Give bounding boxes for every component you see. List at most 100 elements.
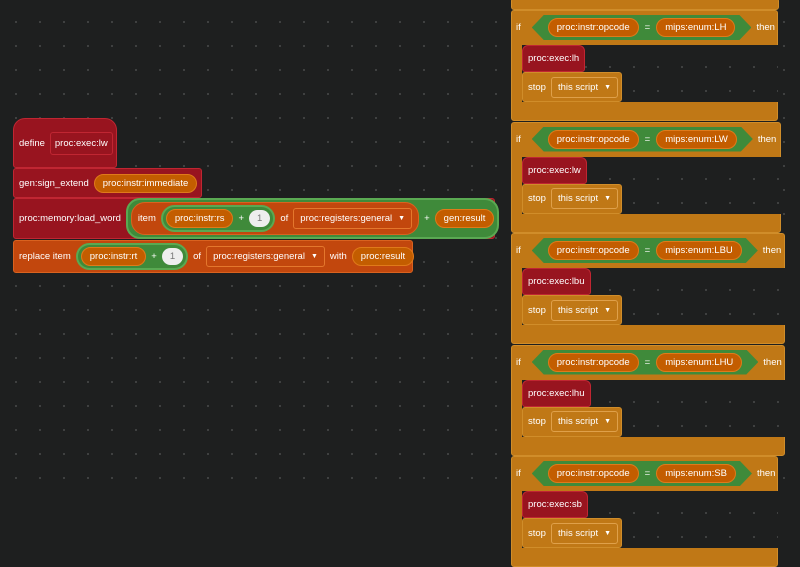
caret-down-icon: ▼ [398,215,406,222]
exec-call-label: proc:exec:lw [528,164,581,176]
equals-sign: = [644,245,651,256]
exec-call-block[interactable]: proc:exec:lw [522,156,587,184]
stop-label: stop [528,193,546,204]
equals-sign: = [644,468,651,479]
list-dropdown[interactable]: proc:registers:general ▼ [206,246,325,267]
stop-option-value: this script [557,527,599,539]
plus-sign: + [424,213,430,224]
exec-call-block[interactable]: proc:exec:lbu [522,268,591,295]
stop-block[interactable]: stop this script ▼ [522,406,622,437]
immediate-reporter[interactable]: proc:instr:immediate [93,173,198,193]
if-header[interactable]: if proc:instr:opcode = mips:enum:LH then [511,10,778,45]
index-add-operator[interactable]: proc:instr:rt + 1 [75,243,189,270]
exec-call-label: proc:exec:lbu [528,276,585,287]
exec-call-block[interactable]: proc:exec:lh [522,45,586,72]
index-add-operator[interactable]: proc:instr:rs + 1 [160,205,276,232]
caret-down-icon: ▼ [310,253,318,260]
stop-option-dropdown[interactable]: this script ▼ [550,76,619,98]
equals-operator[interactable]: proc:instr:opcode = mips:enum:LHU [532,350,759,375]
exec-call-block[interactable]: proc:exec:sb [522,491,588,518]
define-label: define [19,137,45,149]
opcode-reporter[interactable]: proc:instr:opcode [548,241,639,260]
enum-reporter[interactable]: mips:enum:LHU [656,353,742,372]
stop-option-dropdown[interactable]: this script ▼ [550,299,619,321]
stop-block[interactable]: stop this script ▼ [522,518,622,548]
enum-reporter[interactable]: mips:enum:SB [656,464,736,483]
stop-option-value: this script [557,193,599,204]
stop-label: stop [528,81,546,93]
if-header[interactable]: if proc:instr:opcode = mips:enum:SB then [511,456,778,491]
then-label: then [763,356,782,368]
opcode-reporter[interactable]: proc:instr:opcode [548,18,639,37]
rs-reporter[interactable]: proc:instr:rs [165,209,234,228]
equals-operator[interactable]: proc:instr:opcode = mips:enum:LBU [532,238,758,263]
add-operator[interactable]: item proc:instr:rs + 1 of proc:registers… [125,198,500,239]
enum-reporter[interactable]: mips:enum:LW [656,130,737,149]
enum-reporter[interactable]: mips:enum:LBU [656,241,742,260]
stop-label: stop [528,416,546,427]
stop-option-dropdown[interactable]: this script ▼ [550,411,619,432]
opcode-reporter[interactable]: proc:instr:opcode [548,353,639,372]
define-prototype[interactable]: proc:exec:lw [49,131,113,155]
list-dropdown-value: proc:registers:general [213,251,305,262]
load-word-label: proc:memory:load_word [19,213,121,224]
sign-extend-block[interactable]: gen:sign_extend proc:instr:immediate [13,168,202,198]
caret-down-icon: ▼ [604,83,612,91]
item-label: item [137,213,156,224]
proc-result-reporter[interactable]: proc:result [351,247,415,266]
equals-sign: = [644,356,651,368]
sign-extend-label: gen:sign_extend [19,177,89,189]
equals-operator[interactable]: proc:instr:opcode = mips:enum:LW [532,127,753,152]
replace-item-block[interactable]: replace item proc:instr:rt + 1 of proc:r… [13,240,415,273]
stop-label: stop [528,527,546,539]
stop-block[interactable]: stop this script ▼ [522,183,622,214]
caret-down-icon: ▼ [604,418,612,425]
plus-sign: + [151,251,157,262]
of-label: of [193,251,202,262]
then-label: then [756,468,776,479]
item-of-list-reporter[interactable]: item proc:instr:rs + 1 of proc:registers… [130,202,420,235]
stop-block[interactable]: stop this script ▼ [522,72,622,102]
equals-operator[interactable]: proc:instr:opcode = mips:enum:SB [532,461,752,486]
then-label: then [757,133,777,145]
exec-call-block[interactable]: proc:exec:lhu [522,379,591,407]
enum-reporter[interactable]: mips:enum:LH [656,18,735,37]
list-dropdown-value: proc:registers:general [300,213,393,224]
if-label: if [516,356,521,368]
control-block-top-arm[interactable] [511,0,779,10]
then-label: then [756,22,775,33]
stop-label: stop [528,304,546,316]
load-word-block[interactable]: proc:memory:load_word item proc:instr:rs… [13,198,500,239]
if-header[interactable]: if proc:instr:opcode = mips:enum:LW then [511,122,781,157]
if-header[interactable]: if proc:instr:opcode = mips:enum:LHU the… [511,345,785,380]
opcode-reporter[interactable]: proc:instr:opcode [548,464,639,483]
list-dropdown[interactable]: proc:registers:general ▼ [293,208,413,229]
with-label: with [329,251,347,262]
exec-call-label: proc:exec:lhu [528,387,585,399]
caret-down-icon: ▼ [604,529,612,537]
if-header[interactable]: if proc:instr:opcode = mips:enum:LBU the… [511,233,785,268]
gen-result-reporter[interactable]: gen:result [434,209,495,228]
if-label: if [516,133,521,145]
number-input[interactable]: 1 [161,248,184,265]
stop-option-dropdown[interactable]: this script ▼ [550,188,619,209]
if-label: if [516,22,521,33]
number-input[interactable]: 1 [249,210,271,227]
then-label: then [762,245,782,256]
define-hat-block[interactable]: define proc:exec:lw [13,118,117,168]
if-label: if [516,468,521,479]
equals-sign: = [644,22,651,33]
rt-reporter[interactable]: proc:instr:rt [80,247,147,266]
stop-option-value: this script [557,304,599,316]
stop-block[interactable]: stop this script ▼ [522,295,622,325]
opcode-reporter[interactable]: proc:instr:opcode [548,130,639,149]
replace-item-label: replace item [19,251,71,262]
plus-sign: + [238,213,245,224]
equals-operator[interactable]: proc:instr:opcode = mips:enum:LH [532,15,752,40]
stop-option-value: this script [557,81,599,93]
stop-option-dropdown[interactable]: this script ▼ [550,522,619,544]
caret-down-icon: ▼ [604,306,612,314]
stop-option-value: this script [557,416,599,427]
equals-sign: = [644,133,651,145]
caret-down-icon: ▼ [604,195,612,202]
